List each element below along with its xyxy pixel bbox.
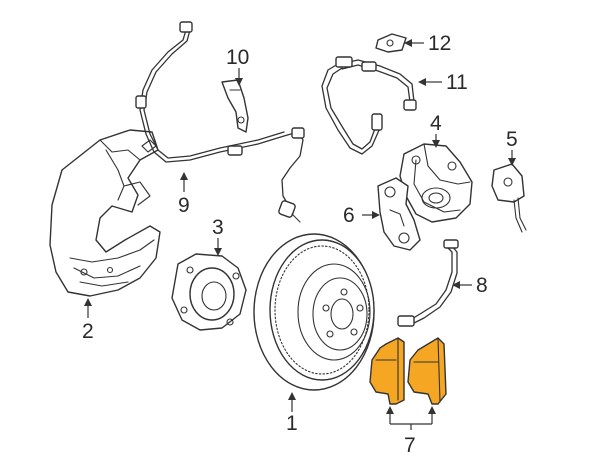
callout-7-label: 7 bbox=[404, 434, 416, 457]
callout-1: 1 bbox=[286, 392, 298, 435]
callout-10: 10 bbox=[226, 46, 249, 86]
brake-pad-left[interactable] bbox=[369, 337, 405, 405]
callout-8: 8 bbox=[452, 274, 488, 297]
brake-pad-right[interactable] bbox=[407, 337, 447, 405]
caliper-bracket-clip[interactable] bbox=[491, 163, 527, 233]
callout-9-label: 9 bbox=[178, 194, 190, 217]
abs-sensor-wire[interactable] bbox=[135, 21, 305, 223]
callout-4: 4 bbox=[430, 112, 442, 148]
clip[interactable] bbox=[375, 33, 407, 53]
callout-9: 9 bbox=[178, 172, 190, 217]
callout-2: 2 bbox=[82, 298, 94, 343]
callout-5: 5 bbox=[506, 128, 518, 166]
callout-11-label: 11 bbox=[446, 71, 468, 94]
callout-6-label: 6 bbox=[343, 204, 355, 227]
callout-1-label: 1 bbox=[286, 412, 298, 435]
callout-7: 7 bbox=[386, 406, 436, 457]
callout-2-label: 2 bbox=[82, 320, 94, 343]
callout-3: 3 bbox=[212, 216, 224, 256]
splash-shield[interactable] bbox=[49, 129, 161, 297]
callout-11: 11 bbox=[418, 71, 468, 94]
callout-5-label: 5 bbox=[506, 128, 518, 151]
callout-8-label: 8 bbox=[476, 274, 488, 297]
hose-bracket[interactable] bbox=[221, 79, 249, 133]
caliper[interactable] bbox=[399, 143, 473, 223]
callout-10-label: 10 bbox=[226, 46, 249, 69]
callout-12-label: 12 bbox=[428, 32, 451, 55]
caliper-support[interactable] bbox=[377, 177, 421, 251]
callout-4-label: 4 bbox=[430, 112, 442, 135]
brake-hose[interactable] bbox=[321, 56, 417, 155]
callout-12: 12 bbox=[404, 32, 451, 55]
callout-3-label: 3 bbox=[212, 216, 224, 239]
wheel-hub[interactable] bbox=[171, 253, 247, 331]
brake-pads[interactable] bbox=[369, 337, 447, 405]
pad-wear-sensor[interactable] bbox=[397, 239, 459, 327]
brake-rotor[interactable] bbox=[253, 233, 375, 391]
callout-6: 6 bbox=[343, 204, 380, 227]
